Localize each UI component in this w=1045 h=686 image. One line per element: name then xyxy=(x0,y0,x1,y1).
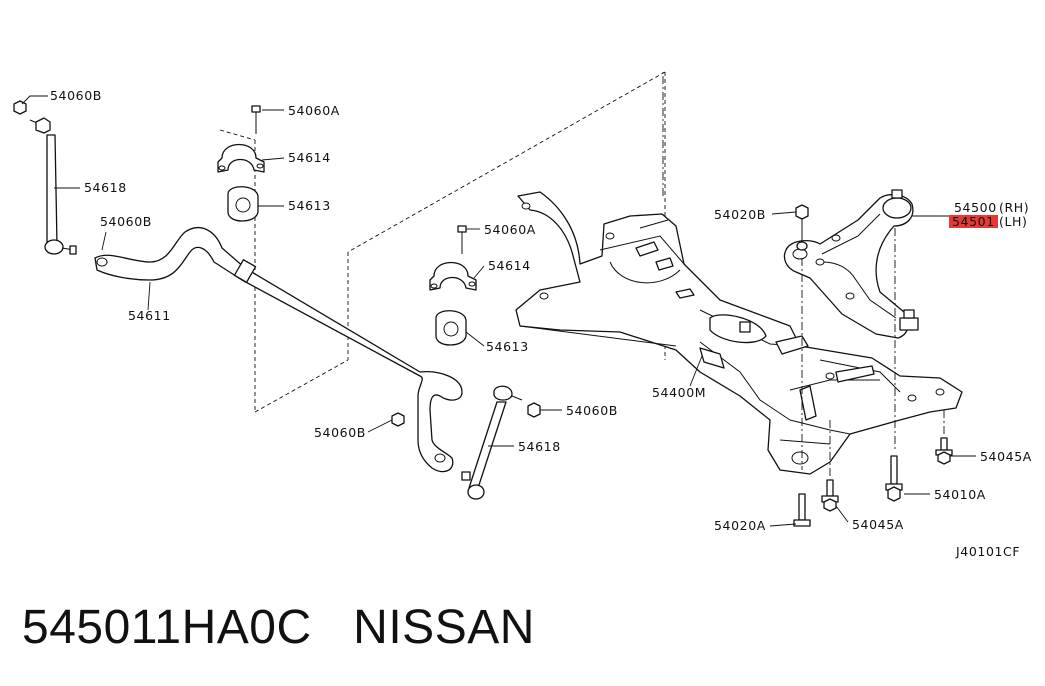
part-labels: 54060B 54618 54060B 54611 54060A 54614 5… xyxy=(50,88,1032,559)
label-rh: (RH) xyxy=(999,200,1029,215)
part-highlight-box xyxy=(949,215,998,228)
label-54618-left: 54618 xyxy=(84,180,127,195)
label-lh: (LH) xyxy=(999,214,1028,229)
label-54020A: 54020A xyxy=(714,518,766,533)
label-54060B-left: 54060B xyxy=(100,214,152,229)
label-54614-middle: 54614 xyxy=(488,258,531,273)
diagram-code: J40101CF xyxy=(955,544,1020,559)
bolt-54010A xyxy=(885,455,903,502)
bolt-54045A-right xyxy=(935,437,953,465)
label-54500: 54500 xyxy=(954,200,997,215)
leader-lines xyxy=(21,95,976,527)
label-54614-top: 54614 xyxy=(288,150,331,165)
parts-diagram: 54060B 54618 54060B 54611 54060A 54614 5… xyxy=(13,71,1032,559)
label-54020B: 54020B xyxy=(714,207,766,222)
label-54045A-bottom: 54045A xyxy=(852,517,904,532)
label-54060B-right: 54060B xyxy=(566,403,618,418)
label-54060A-middle: 54060A xyxy=(484,222,536,237)
label-54060A-top: 54060A xyxy=(288,103,340,118)
centerlines xyxy=(662,72,945,476)
stabilizer-link-left xyxy=(13,100,77,255)
bolt-54020B xyxy=(795,204,809,251)
label-54060B-bottom: 54060B xyxy=(314,425,366,440)
label-54501: 54501 xyxy=(952,214,995,229)
stabilizer-bar xyxy=(94,227,463,473)
label-54613-top: 54613 xyxy=(288,198,331,213)
bushing-top xyxy=(227,186,259,222)
bolt-54020A xyxy=(793,493,811,527)
part-number: 545011HA0C xyxy=(22,601,312,654)
bracket-top xyxy=(217,105,265,173)
bolt-54045A-bottom xyxy=(821,479,839,512)
bushing-middle xyxy=(435,310,467,346)
brand-name: NISSAN xyxy=(353,601,535,654)
label-54400M: 54400M xyxy=(652,385,706,400)
label-54611: 54611 xyxy=(128,308,171,323)
front-subframe xyxy=(515,191,963,475)
transverse-link xyxy=(783,189,919,339)
label-54060B-top: 54060B xyxy=(50,88,102,103)
label-54045A-right: 54045A xyxy=(980,449,1032,464)
dashed-group-outline xyxy=(219,71,666,413)
label-54010A: 54010A xyxy=(934,487,986,502)
stabilizer-link-right xyxy=(391,385,541,500)
label-54618-right: 54618 xyxy=(518,439,561,454)
part-caption: 545011HA0C NISSAN xyxy=(22,600,535,656)
label-54613-middle: 54613 xyxy=(486,339,529,354)
bracket-middle xyxy=(429,225,477,291)
